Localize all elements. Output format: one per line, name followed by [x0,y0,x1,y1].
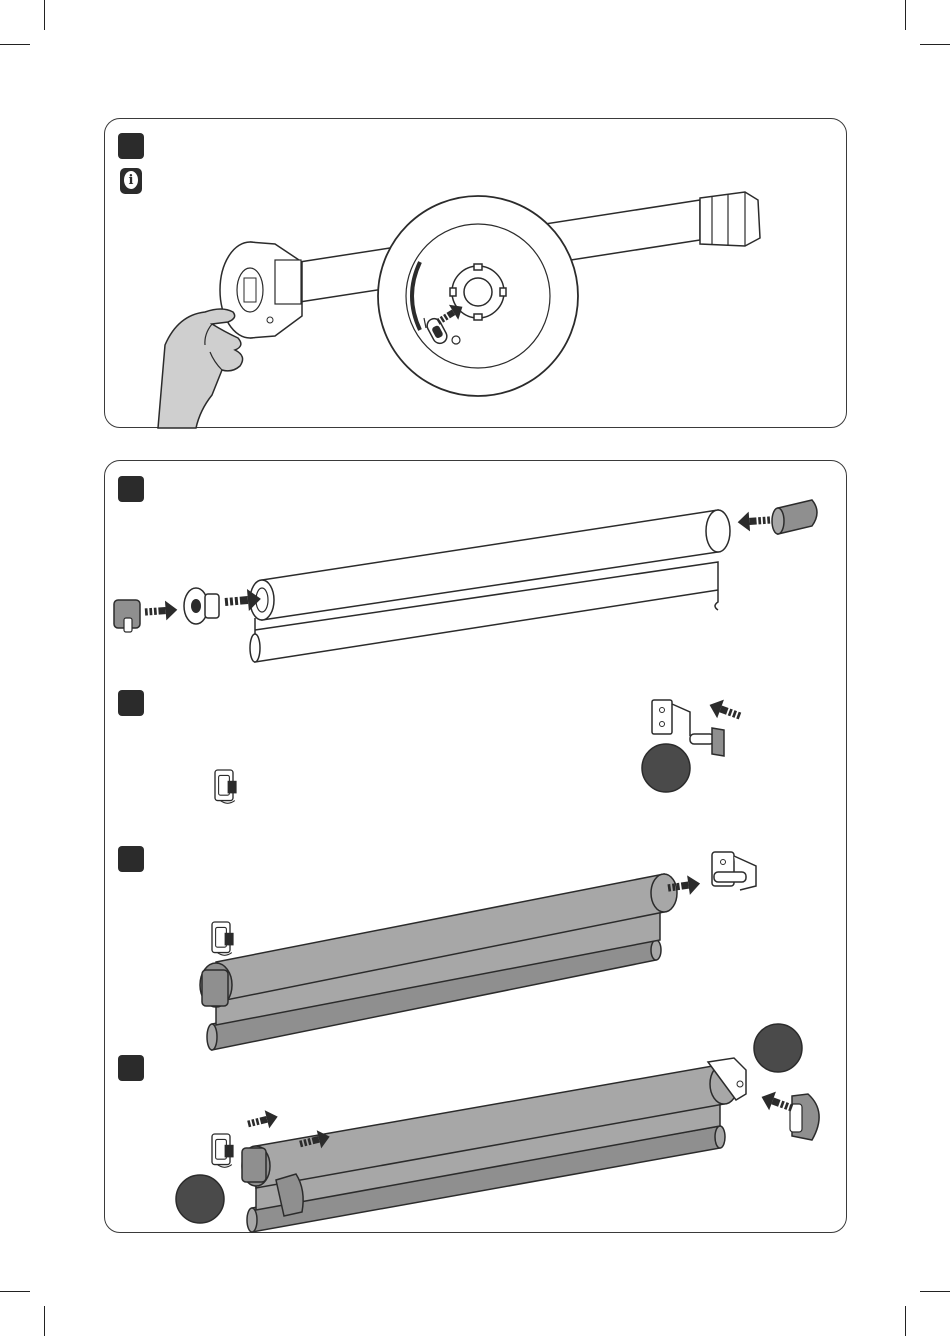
bracket-right-step4 [712,852,756,890]
blind-roller-step5 [242,1064,738,1232]
bracket-left [215,770,237,803]
detail-badge [642,744,690,792]
end-cap-cover [790,1094,819,1140]
blind-roller-step4 [200,874,677,1050]
detail-badge [754,1024,802,1072]
magnified-detail [378,196,578,396]
bracket-left-step5 [212,1134,234,1167]
roller-tube-assembly [114,500,817,662]
bracket-left-step4 [212,922,234,955]
detail-badge [176,1175,224,1223]
